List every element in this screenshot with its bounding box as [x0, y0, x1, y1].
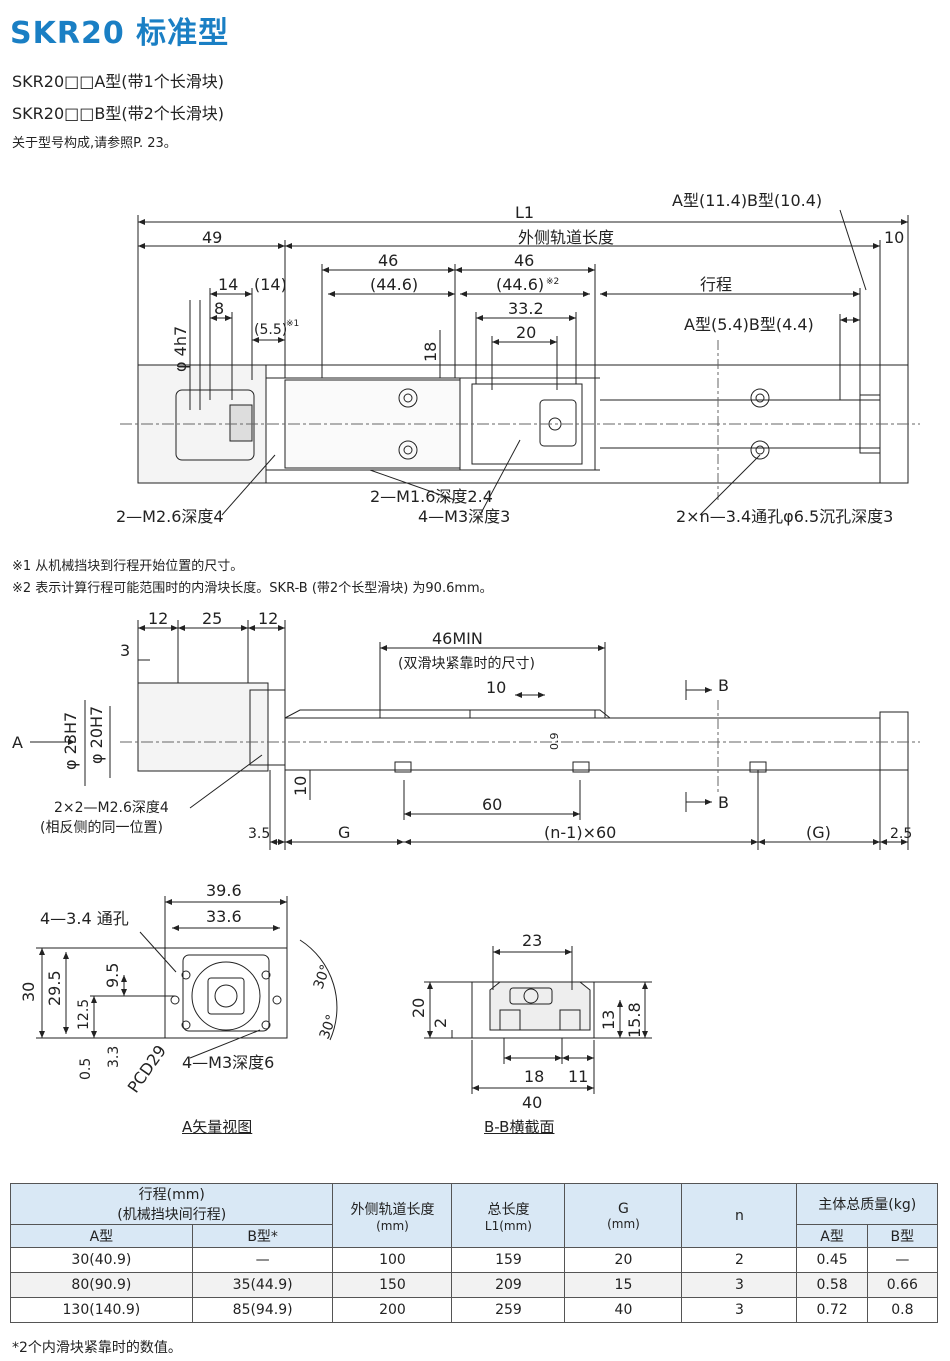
- a-view-flange: [164, 947, 288, 1039]
- label-m3: 4—M3深度3: [418, 507, 510, 526]
- dim-10-v: 10: [291, 776, 310, 796]
- dim-33-2: 33.2: [508, 299, 544, 318]
- dim-stroke: 行程: [700, 275, 732, 294]
- label-m3-depth6: 4—M3深度6: [182, 1053, 274, 1072]
- dim-46a: 46: [378, 251, 398, 270]
- top-view: [120, 209, 920, 516]
- view-a-marker: A: [12, 733, 23, 752]
- side-motor-block: [137, 682, 269, 772]
- caption-a-view: A矢量视图: [182, 1118, 253, 1136]
- label-holes: 2×n—3.4通孔φ6.5沉孔深度3: [676, 507, 893, 526]
- dim-12b: 12: [258, 609, 278, 628]
- dim-25: 25: [202, 609, 222, 628]
- dim-15-8: 15.8: [625, 1002, 644, 1038]
- dim-46min: 46MIN: [432, 629, 483, 648]
- dim-46b: 46: [514, 251, 534, 270]
- angle-30-top: 30°: [311, 963, 335, 992]
- note1-mark: ※1: [286, 319, 299, 329]
- dim-l1: L1: [515, 203, 534, 222]
- dim-phi20: φ 20H7: [87, 706, 106, 764]
- table-footnote: *2个内滑块紧靠时的数值。: [12, 1340, 182, 1356]
- dim-40: 40: [522, 1093, 542, 1112]
- dim-30: 30: [19, 982, 38, 1002]
- dim-ab-top: A型(11.4)B型(10.4): [672, 191, 822, 210]
- dim-0-9: 0.9: [548, 733, 561, 751]
- header-mass: 主体总质量(kg): [796, 1183, 938, 1225]
- note2-mark: ※2: [546, 277, 559, 287]
- label-m2-6x: 2×2—M2.6深度4: [54, 800, 169, 816]
- side-view: [30, 620, 920, 850]
- caption-bb-view: B-B横截面: [484, 1118, 555, 1136]
- dim-10: 10: [884, 228, 904, 247]
- label-pcd29: PCD29: [124, 1042, 170, 1097]
- technical-drawing: L1 外侧轨道长度 49 10 A型(11.4)B型(10.4) 46 46 (…: [12, 191, 920, 1112]
- dim-18: 18: [421, 342, 440, 362]
- header-n: n: [681, 1183, 798, 1248]
- dim-44-6a: (44.6): [370, 275, 418, 294]
- dim-60: 60: [482, 795, 502, 814]
- dim-20: 20: [516, 323, 536, 342]
- label-m2-6: 2—M2.6深度4: [116, 507, 224, 526]
- dim-23: 23: [522, 931, 542, 950]
- header-mass-b: B型: [866, 1224, 939, 1248]
- dim-10-top: 10: [486, 678, 506, 697]
- model-line-b: SKR20□□B型(带2个长滑块): [12, 104, 225, 123]
- dim-8: 8: [214, 299, 224, 318]
- header-stroke: 行程(mm)(机械挡块间行程): [9, 1183, 334, 1225]
- header-stroke-b: B型*: [191, 1224, 334, 1248]
- section-b-top: B: [718, 676, 729, 695]
- section-b-bottom: B: [718, 793, 729, 812]
- table-row: 130(140.9) 85(94.9) 200 259 40 3 0.72 0.…: [10, 1297, 939, 1323]
- header-g: G(mm): [564, 1183, 683, 1248]
- note-2: ※2 表示计算行程可能范围时的内滑块长度。SKR-B (带2个长型滑块) 为90…: [12, 580, 493, 596]
- dim-14p: (14): [254, 275, 287, 294]
- dim-phi23: φ 23H7: [61, 712, 80, 770]
- dim-44-6b: (44.6): [496, 275, 544, 294]
- dim-33-6: 33.6: [206, 907, 242, 926]
- header-outer-length: 外侧轨道长度(mm): [332, 1183, 453, 1248]
- a-view: [36, 896, 338, 1059]
- dim-12-5: 12.5: [76, 999, 92, 1030]
- label-through-hole: 4—3.4 通孔: [40, 909, 129, 928]
- dim-3-5: 3.5: [248, 826, 270, 842]
- dim-20-bb: 20: [409, 998, 428, 1018]
- bb-view: [424, 946, 652, 1094]
- label-m1-6: 2—M1.6深度2.4: [370, 487, 493, 506]
- dim-double-slider: (双滑块紧靠时的尺寸): [398, 655, 535, 672]
- dim-g-paren: (G): [806, 823, 831, 842]
- reference-note: 关于型号构成,请参照P. 23。: [12, 136, 177, 151]
- dim-outer-length: 外侧轨道长度: [518, 228, 614, 247]
- table-row: 80(90.9) 35(44.9) 150 209 15 3 0.58 0.66: [10, 1272, 939, 1298]
- note-1: ※1 从机械挡块到行程开始位置的尺寸。: [12, 558, 243, 574]
- dim-n60: (n-1)×60: [544, 823, 616, 842]
- angle-30-bottom: 30°: [317, 1013, 341, 1042]
- dim-5-5: (5.5): [254, 322, 287, 338]
- dim-2: 2: [431, 1018, 450, 1028]
- dim-11: 11: [568, 1067, 588, 1086]
- dim-18-bb: 18: [524, 1067, 544, 1086]
- dim-3-3: 3.3: [106, 1046, 122, 1068]
- dim-49: 49: [202, 228, 222, 247]
- dim-3: 3: [120, 641, 130, 660]
- dim-g: G: [338, 823, 350, 842]
- page-title: SKR20 标准型: [10, 16, 230, 51]
- dim-phi4: φ 4h7: [171, 326, 190, 372]
- dim-29-5: 29.5: [45, 970, 64, 1006]
- dim-2-5: 2.5: [890, 826, 912, 842]
- model-line-a: SKR20□□A型(带1个长滑块): [12, 72, 224, 91]
- dim-9-5: 9.5: [103, 963, 122, 988]
- dim-14: 14: [218, 275, 238, 294]
- dim-13: 13: [599, 1010, 618, 1030]
- dim-12a: 12: [148, 609, 168, 628]
- dim-39-6: 39.6: [206, 881, 242, 900]
- table-row: 30(40.9) — 100 159 20 2 0.45 —: [10, 1247, 939, 1273]
- header-mass-a: A型: [796, 1224, 868, 1248]
- dim-0-5: 0.5: [78, 1058, 94, 1080]
- label-same-side: (相反侧的同一位置): [40, 820, 163, 836]
- dim-ab-mid: A型(5.4)B型(4.4): [684, 315, 814, 334]
- header-stroke-a: A型: [10, 1224, 193, 1248]
